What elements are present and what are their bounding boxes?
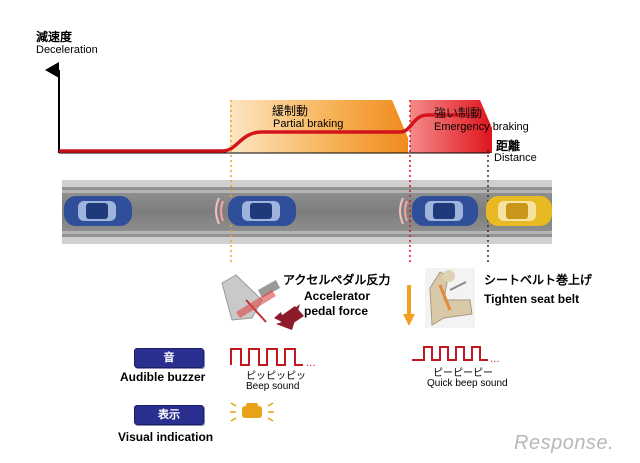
- own-car-start: [64, 196, 132, 226]
- own-car-emergency: [399, 196, 478, 226]
- x-axis-label-jp: 距離: [496, 139, 521, 153]
- emergency-braking-label-jp: 強い制動: [434, 106, 483, 120]
- svg-text:...: ...: [490, 354, 500, 365]
- y-axis-label-jp: 減速度: [36, 30, 73, 44]
- warning-lamp-icon: [230, 402, 274, 422]
- seatbelt-label-jp: シートベルト巻上げ: [484, 273, 593, 287]
- seatbelt-label-en: Tighten seat belt: [484, 292, 580, 306]
- quick-beep-waveform: [412, 346, 488, 361]
- partial-braking-band: [230, 100, 408, 153]
- svg-text:...: ...: [306, 358, 316, 369]
- beep-label-en: Beep sound: [246, 381, 300, 392]
- pedal-label-en-2: pedal force: [304, 304, 369, 318]
- quick-beep-label-en: Quick beep sound: [427, 378, 508, 389]
- deceleration-curve: [59, 113, 482, 153]
- quick-beep-label-jp: ピーピーピー: [433, 368, 493, 379]
- emergency-braking-label-en: Emergency braking: [434, 121, 529, 133]
- road: [62, 180, 552, 244]
- y-axis-label-en: Deceleration: [36, 44, 98, 56]
- pedal-label-jp: アクセルペダル反力: [283, 273, 391, 287]
- sound-badge: 音: [134, 348, 204, 368]
- partial-braking-label-en: Partial braking: [273, 118, 344, 130]
- belt-tension-arrow: [403, 285, 415, 326]
- partial-braking-label-jp: 緩制動: [272, 104, 309, 118]
- lead-car: [486, 196, 552, 226]
- response-watermark: Response.: [514, 432, 615, 454]
- beep-label-jp: ピッピッピッ: [246, 371, 306, 382]
- beep-waveform: [230, 348, 303, 366]
- display-badge: 表示: [134, 405, 204, 425]
- x-axis-label-en: Distance: [494, 152, 537, 164]
- pedal-illustration: [221, 274, 280, 323]
- own-car-partial: [215, 196, 296, 226]
- audible-buzzer-label: Audible buzzer: [120, 370, 206, 384]
- seatbelt-illustration: [425, 268, 475, 328]
- visual-indication-label: Visual indication: [118, 430, 214, 444]
- pedal-label-en-1: Accelerator: [304, 289, 371, 303]
